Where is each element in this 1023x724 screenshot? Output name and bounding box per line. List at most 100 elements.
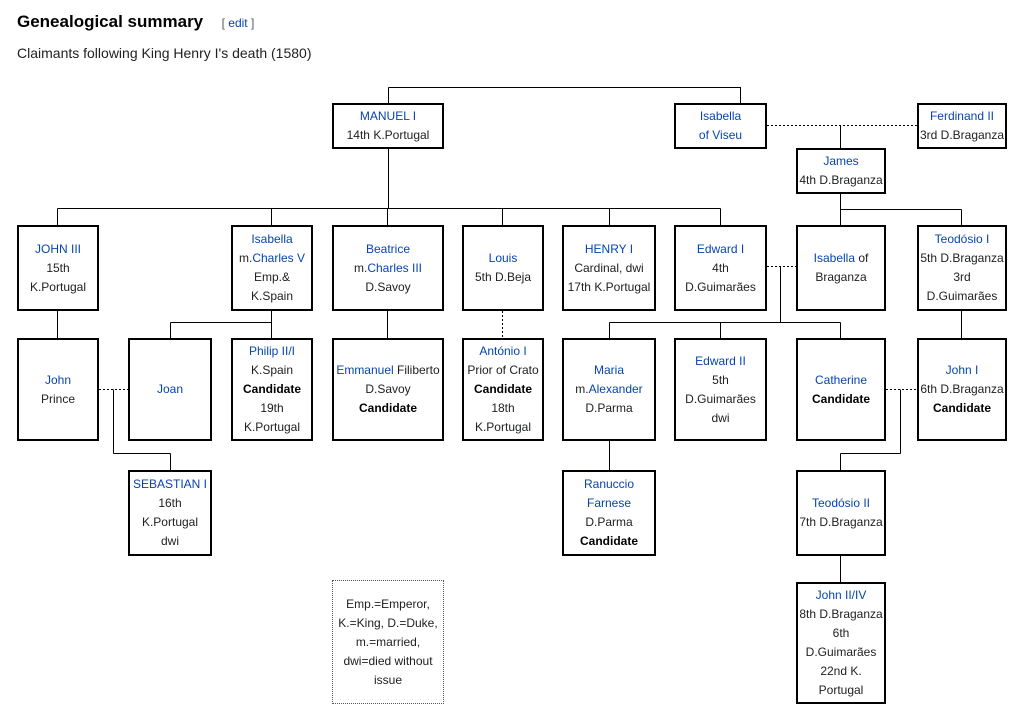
person-link[interactable]: Edward I: [696, 241, 745, 256]
person-link[interactable]: James: [823, 154, 859, 168]
box-line: D.Guimarães: [685, 390, 756, 409]
box-line: John II/IV: [816, 586, 867, 605]
box-line: 16th: [158, 494, 181, 513]
box-line: 6th D.Braganza: [920, 380, 1003, 399]
box-text: 15th: [46, 260, 70, 275]
person-link[interactable]: Charles V: [252, 251, 306, 265]
person-link[interactable]: Ferdinand II: [929, 109, 995, 123]
box-line: Candidate: [474, 380, 532, 399]
box-line: Catherine: [815, 371, 867, 390]
box-line: 14th K.Portugal: [347, 126, 430, 145]
box-text: K.Portugal: [29, 279, 87, 294]
candidate-label: Candidate: [579, 534, 638, 548]
box-line: dwi: [711, 409, 729, 428]
person-link[interactable]: Isabella: [251, 232, 293, 246]
box-text: D.Parma: [585, 515, 633, 529]
box-line: K.=King, D.=Duke,: [338, 614, 437, 633]
box-line: K.Spain: [251, 361, 293, 380]
person-link[interactable]: MANUEL I: [359, 109, 417, 123]
person-link[interactable]: Farnese: [586, 496, 632, 510]
box-text: D.Parma: [585, 401, 633, 415]
box-line: D.Guimarães: [927, 287, 998, 306]
box-line: 8th D.Braganza: [799, 605, 882, 624]
person-link[interactable]: of Viseu: [698, 128, 743, 142]
box-line: Portugal: [819, 681, 864, 700]
box-line: Candidate: [243, 380, 301, 399]
person-link[interactable]: Isabella: [813, 251, 856, 265]
box-text: K.Portugal: [141, 515, 199, 529]
person-link[interactable]: Catherine: [814, 372, 868, 387]
box-text: D.Guimarães: [685, 279, 756, 294]
box-line: m.Charles V: [239, 249, 305, 268]
box-line: Edward I: [697, 240, 744, 259]
box-line: Joan: [157, 380, 183, 399]
box-text: 3rd D.Braganza: [919, 128, 1005, 142]
person-link[interactable]: Alexander: [588, 382, 643, 396]
box-text: m.: [353, 260, 368, 275]
person-link[interactable]: JOHN III: [34, 241, 81, 256]
person-link[interactable]: Charles III: [367, 260, 423, 275]
edit-section-link-wrapper: [ edit ]: [221, 16, 255, 30]
box-text: 22nd K.: [820, 664, 862, 678]
box-line: Farnese: [587, 494, 631, 513]
person-link[interactable]: John II/IV: [815, 588, 867, 602]
person-link[interactable]: Beatrice: [365, 241, 411, 256]
box-text: 8th D.Braganza: [799, 607, 883, 621]
box-line: Isabella: [700, 107, 741, 126]
box-line: Candidate: [812, 390, 870, 409]
box-line: D.Parma: [585, 399, 632, 418]
box-text: 14th K.Portugal: [346, 128, 430, 142]
person-link[interactable]: Teodósio I: [934, 232, 990, 246]
person-link[interactable]: Joan: [156, 382, 184, 396]
candidate-label: Candidate: [473, 382, 532, 396]
candidate-label: Candidate: [811, 391, 870, 406]
person-link[interactable]: Louis: [488, 251, 518, 265]
edit-section-link[interactable]: edit: [228, 16, 248, 30]
person-box-ferdinand2: Ferdinand II 3rd D.Braganza: [917, 103, 1007, 149]
person-link[interactable]: John I: [945, 363, 979, 377]
box-text: K.=King, D.=Duke,: [338, 615, 438, 630]
person-link[interactable]: Maria: [593, 363, 624, 377]
box-line: António I: [479, 342, 526, 361]
candidate-label: Candidate: [358, 401, 417, 415]
box-line: Candidate: [359, 399, 417, 418]
person-link[interactable]: Isabella: [699, 109, 742, 123]
box-line: 5th D.Beja: [475, 268, 531, 287]
person-link[interactable]: SEBASTIAN I: [132, 477, 208, 491]
box-line: James: [823, 152, 858, 171]
box-line: Prior of Crato: [467, 361, 538, 380]
box-text: 4th D.Braganza: [799, 173, 883, 187]
person-link[interactable]: António I: [479, 344, 527, 358]
box-line: HENRY I: [585, 240, 633, 259]
box-line: 3rd: [953, 268, 970, 287]
person-link[interactable]: Emmanuel: [336, 363, 394, 377]
person-link[interactable]: HENRY I: [584, 241, 634, 256]
tree-caption: Claimants following King Henry I's death…: [17, 45, 312, 61]
person-box-james: James 4th D.Braganza: [796, 148, 886, 194]
box-text: 18th: [491, 401, 515, 415]
box-text: Cardinal, dwi: [574, 260, 644, 275]
box-line: 18th: [491, 399, 514, 418]
person-link[interactable]: Edward II: [695, 353, 746, 368]
box-line: D.Guimarães: [806, 643, 877, 662]
person-link[interactable]: John: [44, 372, 72, 387]
person-link[interactable]: Philip II/I: [248, 344, 296, 358]
box-line: D.Parma: [585, 513, 632, 532]
person-box-joan: Joan: [128, 338, 212, 441]
person-link[interactable]: Ranuccio: [583, 477, 635, 491]
box-text: m.: [238, 251, 253, 265]
box-text: 5th D.Braganza: [920, 251, 1004, 265]
person-link[interactable]: Teodósio II: [811, 496, 871, 510]
box-text: issue: [373, 672, 402, 687]
person-box-isabella-viseu: Isabella of Viseu: [674, 103, 767, 149]
